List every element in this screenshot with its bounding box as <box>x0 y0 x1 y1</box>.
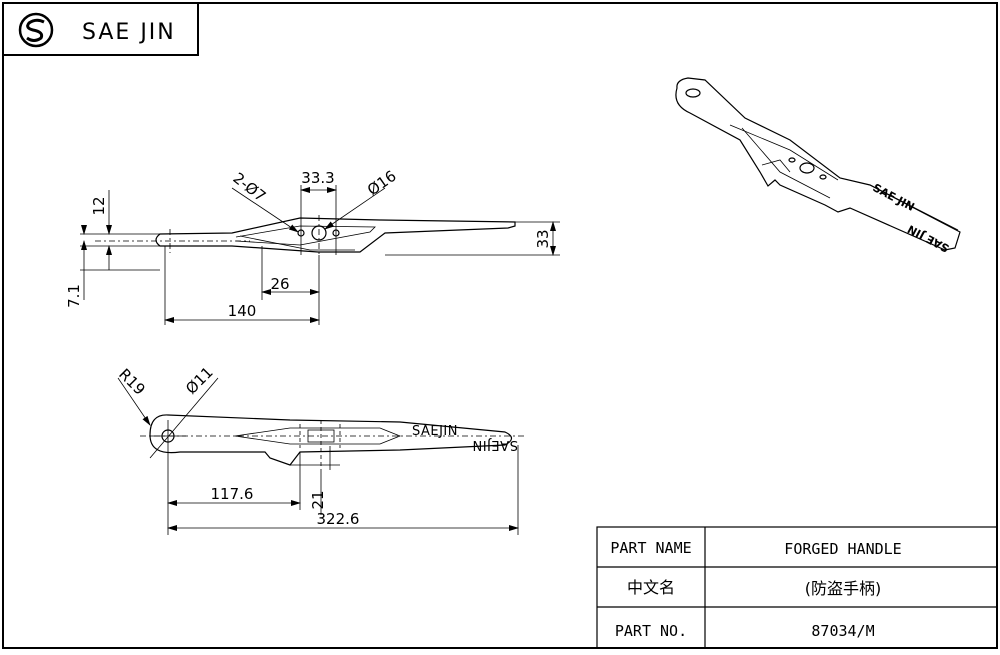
isometric-engraving-logo: SAE JIN SAE JIN <box>871 181 952 255</box>
side-view: 12 7.1 2-Ø7 33.3 Ø16 33 26 140 <box>65 167 560 325</box>
title-value-chinese-name: (防盗手柄) <box>805 579 882 598</box>
title-value-part-no: 87034/M <box>811 622 874 640</box>
dim-phi16: Ø16 <box>364 167 400 199</box>
title-value-part-name: FORGED HANDLE <box>784 540 901 558</box>
dim-26: 26 <box>270 275 289 293</box>
engraving-text: SAEJIN <box>412 424 458 439</box>
isometric-view: SAE JIN SAE JIN <box>675 77 961 255</box>
company-name: SAE JIN <box>82 20 176 45</box>
dim-322-6: 322.6 <box>317 510 360 528</box>
dim-33-3: 33.3 <box>301 169 334 187</box>
dim-33: 33 <box>534 229 552 248</box>
dim-r19: R19 <box>115 365 149 399</box>
sae-jin-logo-icon <box>18 12 54 48</box>
dim-12: 12 <box>90 196 108 215</box>
title-label-part-name: PART NAME <box>610 539 691 557</box>
plan-view: SAEJIN SAEJIN R19 Ø11 21 117.6 322.6 <box>115 363 525 535</box>
dim-7-1: 7.1 <box>65 284 83 308</box>
title-label-part-no: PART NO. <box>615 622 687 640</box>
svg-text:SAE JIN: SAE JIN <box>905 222 951 255</box>
title-label-chinese-name: 中文名 <box>627 578 675 597</box>
title-block: PART NAME FORGED HANDLE 中文名 (防盗手柄) PART … <box>596 526 998 649</box>
dim-140: 140 <box>228 302 257 320</box>
dim-21: 21 <box>309 490 327 509</box>
header-box: SAE JIN <box>3 3 199 56</box>
svg-text:SAE JIN: SAE JIN <box>871 181 917 214</box>
engraving-text-mirrored: SAEJIN <box>472 437 518 452</box>
dim-117-6: 117.6 <box>211 485 254 503</box>
dim-phi11: Ø11 <box>182 363 217 398</box>
